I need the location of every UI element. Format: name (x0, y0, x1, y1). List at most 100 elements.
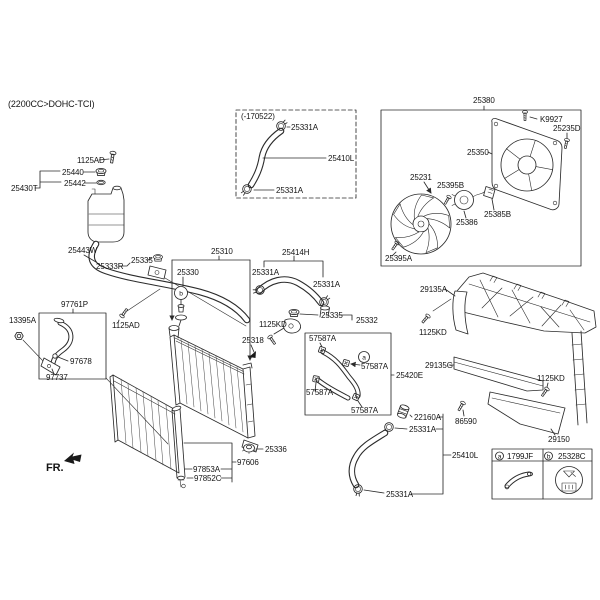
ref-letter: a (498, 453, 502, 460)
condenser-drawing (112, 374, 180, 474)
ref-letter: b (547, 453, 551, 460)
part-label: 13395A (9, 316, 37, 325)
ref-letter: b (179, 291, 183, 298)
bolt-icon (420, 312, 432, 325)
bracket-lines (34, 170, 62, 189)
fan-assembly-box: 25380 25231 25350 K9927 25 (380, 96, 582, 267)
part-label: 25443W (68, 246, 98, 255)
receiver-drier-drawing (171, 408, 186, 479)
grommet-icon (242, 443, 256, 454)
legend-clip-drawing (504, 471, 534, 490)
bolt-icon (118, 307, 130, 320)
part-label: 25231 (410, 173, 432, 182)
fan-blade-drawing (390, 193, 452, 255)
part-label: 25442 (64, 179, 86, 188)
bolt-icon (522, 110, 528, 121)
part-label: 25331A (252, 268, 280, 277)
early-hose-box: (-170522) 25331A 25410L 25331A (235, 109, 357, 199)
filler-neck-drawing (168, 325, 180, 331)
carrier-side-member-drawing (571, 330, 588, 426)
part-label: 22160A (414, 413, 442, 422)
bolt-icon (266, 333, 278, 346)
bolt-icon (562, 137, 571, 150)
part-label: 25335 (321, 311, 343, 320)
hose-bracket-icon (147, 265, 167, 280)
ref-circle-a (358, 351, 370, 363)
legend-ref-a-circle (495, 451, 504, 461)
part-label: 29135A (420, 285, 448, 294)
carrier-group: 29135A 1125KD 29135G 1125KD 29150 86590 (419, 272, 597, 444)
reservoir-tank-drawing (87, 187, 125, 243)
part-label: 25331A (276, 186, 304, 195)
part-label: 25332 (356, 316, 378, 325)
legend-part-label: 25328C (558, 452, 586, 461)
part-label: 57587A (351, 406, 379, 415)
part-label: 57587A (309, 334, 337, 343)
radiator-group: 25310 b 25330 25318 25335 25332 1125KD (168, 247, 378, 453)
part-label: 25414H (282, 248, 310, 257)
fan-motor-drawing (451, 190, 486, 210)
part-label: 97852C (194, 474, 222, 483)
hose-clip-icon (341, 358, 351, 368)
part-label: 25395A (385, 254, 413, 263)
legend-table: a 1799JF b 25328C (491, 448, 593, 500)
carrier-upper-beam-drawing (456, 272, 597, 334)
fr-indicator: FR. (46, 452, 82, 474)
part-label: 1125KD (419, 328, 447, 337)
part-label: 1125KD (259, 320, 287, 329)
radiator-drawing (173, 334, 249, 439)
part-label: 57587A (306, 388, 334, 397)
part-label: 29150 (548, 435, 570, 444)
part-label: 25430T (11, 184, 38, 193)
reservoir-tank-group: 1125AD 25440 25442 25430T 25443W 25333R … (11, 150, 251, 327)
condenser-group: 97761P 97678 97737 13395A 1125AD 97853A … (9, 288, 287, 489)
part-label: 25318 (242, 336, 264, 345)
part-label: 97606 (237, 458, 259, 467)
part-label: 25385B (484, 210, 511, 219)
part-label: 25310 (211, 247, 233, 256)
part-label: 97853A (193, 465, 221, 474)
nut-icon (14, 331, 24, 341)
degas-hose-box: a 57587A 57587A 57587A 57587A 25420E (304, 332, 423, 416)
part-label: 25331A (409, 425, 437, 434)
part-label: 29135G (425, 361, 453, 370)
part-label: 25331A (386, 490, 414, 499)
fitting-drawing (396, 404, 410, 419)
part-label: 97678 (70, 357, 92, 366)
part-label: 97761P (61, 300, 88, 309)
part-label: 25335 (131, 256, 153, 265)
part-label: 1125AD (77, 156, 105, 165)
part-label: 25440 (62, 168, 84, 177)
upper-hose-group: 25414H 25331A 25331A (251, 248, 341, 318)
bolt-icon (456, 400, 467, 412)
reservoir-cap2-icon (153, 254, 163, 262)
part-label: 25336 (265, 445, 287, 454)
part-label: 25330 (177, 268, 199, 277)
part-label: 25235D (553, 124, 581, 133)
legend-part-label: 1799JF (507, 452, 533, 461)
part-label: 57587A (361, 362, 389, 371)
part-label: K9927 (540, 115, 563, 124)
gasket-icon (96, 179, 106, 186)
part-label: 25331A (291, 123, 319, 132)
date-note-label: (-170522) (241, 112, 275, 121)
fr-label: FR. (46, 462, 63, 474)
part-label: 1125KD (537, 374, 565, 383)
part-label: 25386 (456, 218, 478, 227)
fan-shroud-drawing (491, 117, 563, 211)
guard-upper-bracket-drawing (452, 290, 469, 335)
overflow-cap-icon (288, 308, 300, 318)
part-label: 25410L (452, 451, 479, 460)
bolt-icon (390, 240, 401, 252)
legend-cap-drawing (555, 466, 583, 494)
part-label: 25410L (328, 154, 355, 163)
shield-drawing (487, 391, 566, 435)
part-label: 1125AD (112, 321, 140, 330)
part-label: 25350 (467, 148, 489, 157)
part-label: 25380 (473, 96, 495, 105)
screw-icon (52, 353, 58, 359)
part-label: 25420E (396, 371, 423, 380)
bolt-icon (108, 150, 117, 164)
